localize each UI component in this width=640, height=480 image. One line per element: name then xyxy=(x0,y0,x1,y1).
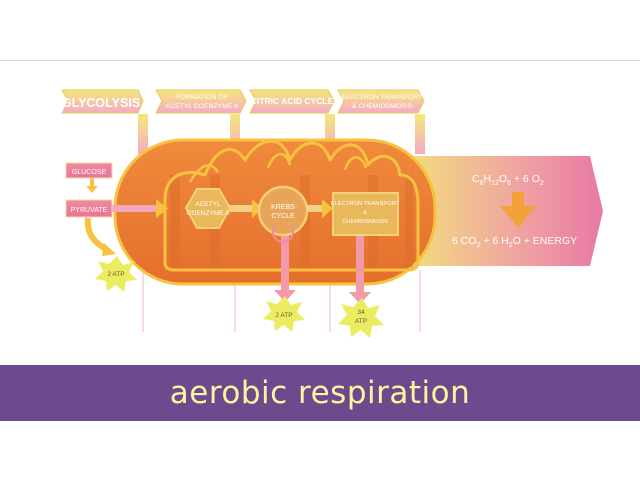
glycolysis-label: GLYCOLYSIS xyxy=(62,96,140,110)
acetyl-formation-label-line1: FORMATION OF xyxy=(176,94,228,101)
stage-stems xyxy=(138,114,425,154)
pyruvate-label: PYRUVATE xyxy=(71,207,108,214)
top-divider-line xyxy=(0,60,640,61)
tab-acetyl-formation: FORMATION OF ACETYL COENZYME A xyxy=(155,89,247,114)
atp-krebs-label: 2 ATP xyxy=(275,312,292,319)
electron-transport-label-line1: ELECTRON TRANSPORT xyxy=(342,94,423,101)
atp-burst-krebs: 2 ATP xyxy=(263,296,305,332)
etc-label-line1: ELECTRON TRANSPORT xyxy=(331,201,400,207)
electron-transport-label-line2: & CHEMIOSMOSIS xyxy=(352,103,413,110)
atp-etc-label-line1: 34 xyxy=(357,309,365,316)
electron-transport-box: ELECTRON TRANSPORT & CHEMIOSMOSIS xyxy=(331,192,400,236)
etc-label-line3: CHEMIOSMOSIS xyxy=(342,219,388,225)
equation-down-arrow xyxy=(500,192,536,228)
acetyl-label-line1: ACETYL xyxy=(195,201,221,208)
cristae-membrane xyxy=(163,139,420,272)
atp-burst-etc: 34 ATP xyxy=(338,298,384,338)
citric-stem xyxy=(325,114,335,154)
glucose-label: GLUCOSE xyxy=(72,169,107,176)
respiration-diagram: GLYCOLYSIS FORMATION OF ACETYL COENZYME … xyxy=(0,60,640,365)
citric-acid-label: CITRIC ACID CYCLE xyxy=(251,96,334,106)
tab-citric-acid: CITRIC ACID CYCLE xyxy=(249,89,335,114)
equation: C6H12O6 + 6 O2 6 CO2 + 6 H2O + ENERGY xyxy=(452,173,577,249)
slide-title: aerobic respiration xyxy=(169,375,471,411)
atp-glycolysis-label: 2 ATP xyxy=(107,271,124,278)
diagram-svg: GLYCOLYSIS FORMATION OF ACETYL COENZYME … xyxy=(61,89,603,338)
atp-etc-label-line2: ATP xyxy=(355,318,367,325)
acetyl-formation-label-line2: ACETYL COENZYME A xyxy=(166,103,239,110)
krebs-cycle-circle: KREBS CYCLE xyxy=(257,185,309,243)
acetyl-stem xyxy=(230,114,240,154)
tab-glycolysis: GLYCOLYSIS xyxy=(61,89,144,114)
tab-electron-transport: ELECTRON TRANSPORT & CHEMIOSMOSIS xyxy=(337,89,425,114)
equation-products: 6 CO2 + 6 H2O + ENERGY xyxy=(452,235,577,249)
etc-label-line2: & xyxy=(363,210,367,216)
krebs-label-line2: CYCLE xyxy=(271,213,295,220)
etc-stem xyxy=(415,114,425,154)
pyruvate-box: PYRUVATE xyxy=(65,199,113,218)
acetyl-label-line2: COENZYME A xyxy=(187,210,230,217)
glycolysis-stem xyxy=(138,114,148,154)
equation-reactants: C6H12O6 + 6 O2 xyxy=(472,173,544,187)
atp-burst-glycolysis: 2 ATP xyxy=(95,256,137,292)
title-band: aerobic respiration xyxy=(0,365,640,421)
krebs-label-line1: KREBS xyxy=(271,204,295,211)
output-arrow xyxy=(400,156,603,266)
acetyl-coenzyme-hexagon: ACETYL COENZYME A xyxy=(184,188,232,229)
glucose-box: GLUCOSE xyxy=(65,162,113,179)
